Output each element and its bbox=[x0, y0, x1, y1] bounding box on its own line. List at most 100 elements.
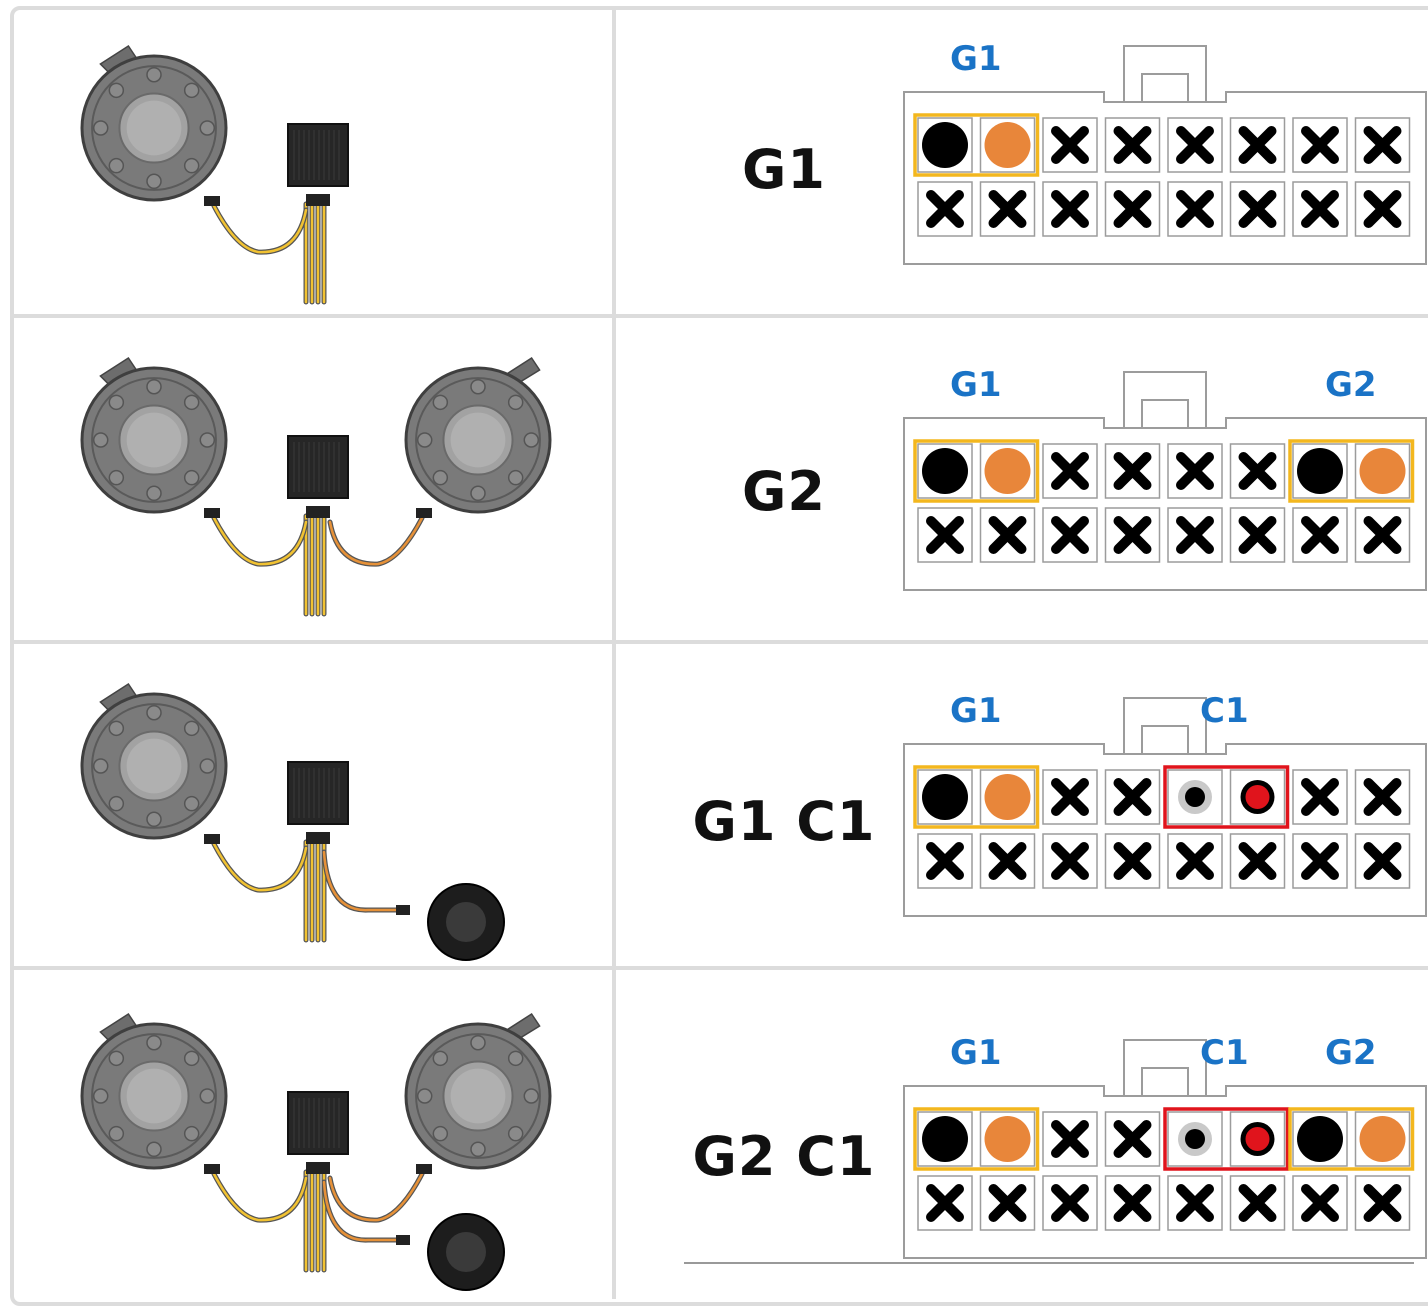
cross-icon bbox=[1113, 190, 1152, 228]
red-pin-icon bbox=[1245, 1127, 1270, 1151]
mode-label: G1 bbox=[742, 138, 826, 201]
black-pin-icon bbox=[1297, 448, 1343, 494]
plug-icon bbox=[396, 905, 410, 915]
amplifier-hub-icon bbox=[287, 1091, 349, 1174]
cross-icon bbox=[1051, 1120, 1089, 1158]
cross-icon bbox=[1113, 516, 1152, 554]
wiring-picture bbox=[80, 1012, 552, 1291]
cross-icon bbox=[1238, 516, 1277, 554]
cross-icon bbox=[988, 516, 1027, 554]
cross-icon bbox=[1301, 516, 1339, 554]
orange-pin-icon bbox=[984, 448, 1031, 494]
amplifier-hub-icon bbox=[287, 123, 349, 206]
round-speaker-icon bbox=[80, 356, 228, 514]
cross-icon bbox=[1238, 842, 1277, 880]
subwoofer-wire bbox=[321, 849, 401, 913]
cross-icon bbox=[1363, 516, 1402, 554]
cross-icon bbox=[1051, 452, 1089, 490]
cross-icon bbox=[1238, 190, 1277, 228]
g1-group-outline bbox=[913, 765, 1040, 829]
connector-diagram: G1 bbox=[903, 39, 1427, 265]
connector-diagram: G1 C1 bbox=[903, 691, 1427, 917]
round-speaker-icon bbox=[404, 356, 552, 514]
wiring-illustration bbox=[80, 356, 552, 617]
connector-latch-inner bbox=[1141, 73, 1189, 103]
cross-icon bbox=[1363, 1184, 1402, 1222]
row-divider bbox=[12, 640, 1428, 644]
group-tag: G1 bbox=[950, 691, 1002, 731]
group-tag: C1 bbox=[1200, 1033, 1249, 1073]
cross-icon bbox=[1051, 778, 1089, 816]
subwoofer-icon bbox=[427, 883, 505, 961]
plug-icon bbox=[396, 1235, 410, 1245]
black-pin-icon bbox=[922, 122, 968, 168]
mode-label: G1 C1 bbox=[692, 790, 876, 853]
cross-icon bbox=[926, 842, 964, 880]
black-pin-icon bbox=[1185, 787, 1205, 807]
wiring-picture bbox=[80, 682, 505, 961]
cross-icon bbox=[988, 190, 1027, 228]
cross-icon bbox=[1301, 778, 1339, 816]
g1-group-outline bbox=[913, 1107, 1040, 1171]
column-divider bbox=[612, 8, 616, 1299]
connector-latch-inner bbox=[1141, 1067, 1189, 1097]
connector-pinout: G1 C1 bbox=[903, 691, 1427, 917]
pin-cell bbox=[1167, 507, 1223, 563]
plug-icon bbox=[204, 834, 220, 844]
c1-group-outline bbox=[1163, 765, 1290, 829]
cross-icon bbox=[1363, 778, 1402, 816]
mode-label: G2 C1 bbox=[692, 1125, 876, 1188]
wiring-picture bbox=[80, 44, 349, 305]
cross-icon bbox=[1113, 452, 1152, 490]
cross-icon bbox=[1301, 126, 1339, 164]
round-speaker-icon bbox=[80, 682, 228, 840]
black-pin-icon bbox=[1297, 1116, 1343, 1162]
plug-icon bbox=[416, 508, 432, 518]
cross-icon bbox=[1113, 126, 1152, 164]
cross-icon bbox=[1176, 842, 1214, 880]
cross-icon bbox=[926, 190, 964, 228]
pin-cell bbox=[1292, 507, 1348, 563]
subwoofer-icon bbox=[427, 1213, 505, 1291]
bottom-rule bbox=[684, 1262, 1414, 1264]
connector-latch-inner bbox=[1141, 399, 1189, 429]
group-tag: G1 bbox=[950, 39, 1002, 79]
cross-icon bbox=[1051, 516, 1089, 554]
cross-icon bbox=[1301, 1184, 1339, 1222]
wiring-picture bbox=[80, 356, 552, 617]
group-tag: C1 bbox=[1200, 691, 1249, 731]
c1-group-outline bbox=[1163, 1107, 1290, 1171]
cross-icon bbox=[1113, 1184, 1152, 1222]
orange-pin-icon bbox=[1359, 1116, 1406, 1162]
cross-icon bbox=[1176, 126, 1214, 164]
g2-group-outline bbox=[1288, 439, 1415, 503]
amplifier-hub-icon bbox=[287, 761, 349, 844]
cross-icon bbox=[1301, 190, 1339, 228]
amplifier-hub-icon bbox=[287, 435, 349, 518]
cross-icon bbox=[1176, 1184, 1214, 1222]
g1-group-outline bbox=[913, 113, 1040, 177]
cross-icon bbox=[1363, 190, 1402, 228]
wiring-illustration bbox=[80, 44, 349, 305]
cross-icon bbox=[1051, 1184, 1089, 1222]
cross-icon bbox=[1301, 842, 1339, 880]
pin-cell bbox=[917, 1175, 973, 1231]
wiring-illustration bbox=[80, 1012, 552, 1291]
orange-pin-icon bbox=[984, 122, 1031, 168]
group-tag: G1 bbox=[950, 365, 1002, 405]
red-pin-icon bbox=[1245, 785, 1270, 809]
plug-icon bbox=[204, 508, 220, 518]
cross-icon bbox=[1238, 1184, 1277, 1222]
orange-pin-icon bbox=[984, 774, 1031, 820]
pin-cell bbox=[1104, 1175, 1161, 1231]
cross-icon bbox=[926, 516, 964, 554]
row-divider bbox=[12, 966, 1428, 970]
cross-icon bbox=[1113, 842, 1152, 880]
cross-icon bbox=[1176, 452, 1214, 490]
cross-icon bbox=[1238, 126, 1277, 164]
cross-icon bbox=[1176, 516, 1214, 554]
cross-icon bbox=[988, 1184, 1027, 1222]
